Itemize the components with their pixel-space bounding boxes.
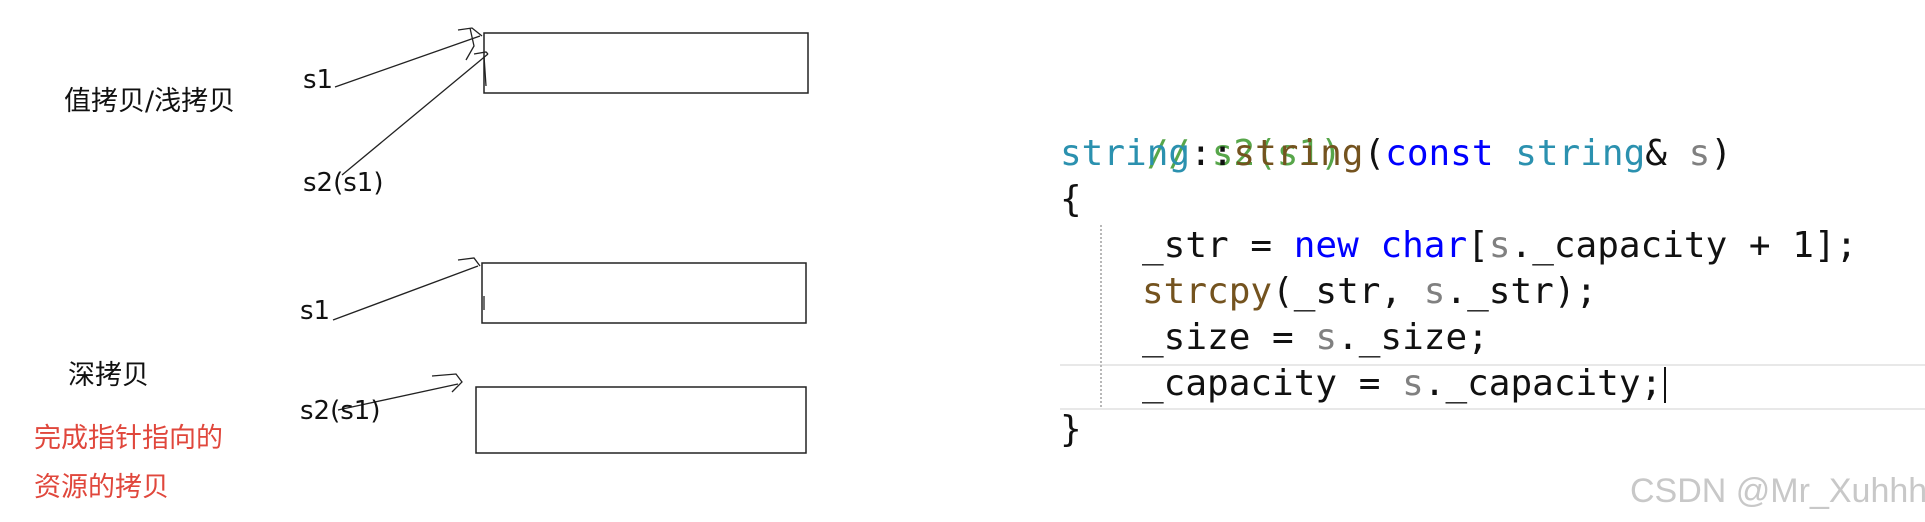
code-l2-param: s xyxy=(1423,271,1446,312)
code-line-brace-open: { xyxy=(1060,177,1857,223)
code-paren-close: ) xyxy=(1710,133,1732,174)
shallow-s1-arrowhead xyxy=(457,27,483,61)
deep-copy-note-line1: 完成指针指向的 xyxy=(34,423,223,454)
code-param-name: s xyxy=(1688,133,1711,174)
deep-s1-arrow xyxy=(332,265,479,321)
code-line-4: _capacity = s._capacity; xyxy=(1060,361,1857,407)
code-l3-rest: ._size; xyxy=(1337,317,1489,358)
deep-s2-memory-box xyxy=(475,386,807,454)
code-line-signature: string::string(const string& s) xyxy=(1060,131,1857,177)
code-l3-param: s xyxy=(1315,317,1338,358)
deep-copy-note-line2: 资源的拷贝 xyxy=(34,472,169,503)
deep-s2-arrowhead xyxy=(431,373,463,393)
code-reference-amp: & xyxy=(1645,133,1667,174)
code-param-type: string xyxy=(1515,133,1646,174)
code-l4-param: s xyxy=(1402,363,1424,404)
code-char-keyword: char xyxy=(1380,225,1468,266)
shallow-s2-label: s2(s1) xyxy=(303,168,384,198)
code-l4-lhs: _capacity = xyxy=(1142,363,1403,404)
code-new-keyword: new xyxy=(1293,225,1359,266)
deep-s2-arrow xyxy=(337,383,459,411)
code-line-3: _size = s._size; xyxy=(1060,315,1857,361)
code-l1-param: s xyxy=(1488,225,1511,266)
code-scope-operator: :: xyxy=(1190,133,1234,174)
shallow-memory-box xyxy=(483,32,809,94)
code-brace-open: { xyxy=(1060,179,1082,220)
code-paren-open: ( xyxy=(1363,133,1386,174)
code-class-name: string xyxy=(1060,133,1191,174)
code-l3-lhs: _size = xyxy=(1142,317,1316,358)
code-l1-rest: ._capacity + 1]; xyxy=(1510,225,1858,266)
code-line-2: strcpy(_str, s._str); xyxy=(1060,269,1857,315)
code-l2-rest: ._str); xyxy=(1445,271,1598,312)
code-l4-rest: ._capacity; xyxy=(1423,363,1663,404)
csdn-watermark: CSDN @Mr_Xuhhh xyxy=(1630,472,1925,510)
code-brace-close: } xyxy=(1060,409,1082,450)
code-l1-lhs: _str = xyxy=(1142,225,1294,266)
code-line-brace-close: } xyxy=(1060,407,1857,453)
deep-s1-label: s1 xyxy=(300,296,331,326)
deep-copy-heading: 深拷贝 xyxy=(68,360,149,391)
deep-s2-label: s2(s1) xyxy=(300,396,381,426)
code-l2-args: (_str, xyxy=(1272,271,1424,312)
code-line-1: _str = new char[s._capacity + 1]; xyxy=(1060,223,1857,269)
text-caret xyxy=(1664,367,1667,403)
code-const-keyword: const xyxy=(1385,133,1494,174)
indent-guide xyxy=(1100,225,1102,407)
code-editor: // s2(s1) string::string(const string& s… xyxy=(1060,85,1857,453)
shallow-s1-arrow xyxy=(334,35,481,88)
shallow-copy-heading: 值拷贝/浅拷贝 xyxy=(64,86,236,117)
deep-s1-arrowhead xyxy=(457,257,485,310)
code-line-comment: // s2(s1) xyxy=(1060,85,1857,174)
shallow-s1-label: s1 xyxy=(303,65,334,95)
code-l1-bracket: [ xyxy=(1467,225,1489,266)
shallow-s2-arrow xyxy=(341,53,489,176)
code-comment: // s2(s1) xyxy=(1146,133,1342,174)
code-strcpy-call: strcpy xyxy=(1142,271,1273,312)
code-constructor-name: string xyxy=(1233,133,1364,174)
shallow-s2-arrowhead xyxy=(473,51,489,87)
deep-s1-memory-box xyxy=(481,262,807,324)
